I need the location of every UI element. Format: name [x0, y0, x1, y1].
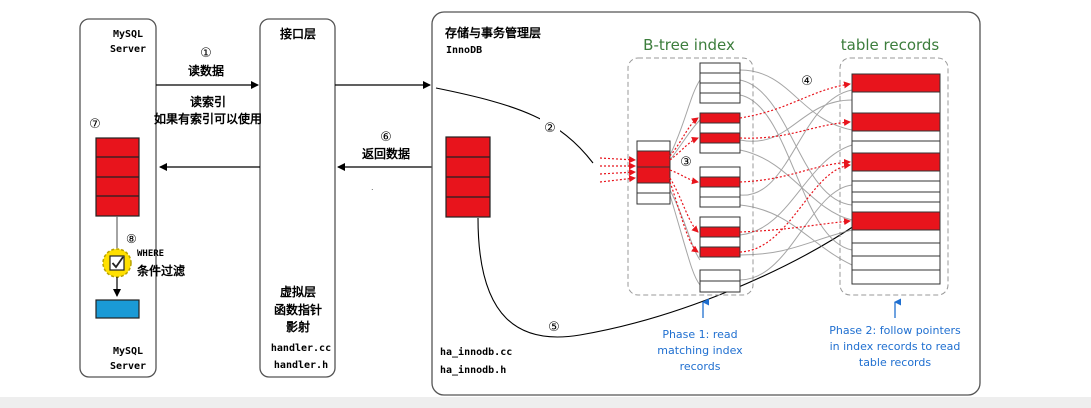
virtual-layer-line3: 影射 [286, 319, 310, 334]
btree-dashed-frame [627, 57, 754, 296]
step-3-number: ③ [680, 155, 692, 170]
ha-innodb-cc-file: ha_innodb.cc [440, 346, 512, 358]
innodb-label: InnoDB [446, 45, 482, 56]
btree-leaf-node-2 [699, 112, 741, 154]
handler-cc-file: handler.cc [271, 343, 331, 354]
phase-2-line1: Phase 2: follow pointers [829, 324, 961, 337]
phase-2-line2: in index records to read [830, 340, 961, 353]
step-4-number: ④ [801, 74, 813, 89]
step-1-number: ① [200, 46, 212, 61]
btree-leaf-node-1 [699, 62, 741, 104]
step-5-number: ⑤ [548, 320, 560, 335]
table-records-column [851, 73, 941, 285]
step-6-label: 返回数据 [362, 146, 410, 161]
step-2-curve [435, 87, 594, 164]
mysql-server-bottom-label-2: Server [110, 361, 146, 372]
handler-h-file: handler.h [274, 360, 328, 371]
gray-pointer-curves [669, 69, 853, 286]
read-index-if-available-label: 如果有索引可以使用 [154, 111, 262, 126]
virtual-layer-line1: 虚拟层 [280, 284, 316, 299]
mysql-server-bottom-label-1: MySQL [113, 346, 143, 357]
interface-layer-title: 接口层 [280, 26, 316, 41]
interface-layer-panel [259, 18, 336, 378]
step-5-curve [477, 217, 861, 338]
storage-result-stack [445, 136, 491, 218]
table-records-title: table records [841, 36, 940, 54]
phase-1-line2: matching index [657, 344, 743, 357]
where-condition-label: 条件过滤 [136, 263, 185, 278]
incoming-red-arrows [599, 156, 636, 183]
step-2-number: ② [544, 121, 556, 136]
step-1-label: 读数据 [188, 63, 224, 78]
btree-leaf-node-5 [699, 269, 741, 293]
btree-index-title: B-tree index [643, 36, 735, 54]
step-7-number: ⑦ [89, 117, 101, 132]
phase-1-line3: records [680, 360, 721, 373]
table-records-dashed-frame [839, 57, 949, 296]
leaf-to-record-red-arrows [739, 81, 851, 253]
step-8-number: ⑧ [126, 232, 137, 246]
mysql-server-top-label-2: Server [110, 44, 146, 55]
btree-leaf-node-4 [699, 216, 741, 258]
bottom-strip [0, 397, 1091, 408]
phase-2-line3: table records [859, 356, 931, 369]
read-index-label: 读索引 [190, 94, 226, 109]
where-label: WHERE [137, 249, 164, 259]
server-result-stack [95, 137, 140, 217]
storage-layer-title: 存储与事务管理层 [444, 25, 541, 40]
step-6-number: ⑥ [380, 130, 392, 145]
virtual-layer-line2: 函数指针 [274, 302, 322, 317]
ha-innodb-h-file: ha_innodb.h [440, 364, 506, 376]
phase-1-line1: Phase 1: read [662, 328, 737, 341]
root-to-leaf-red-arrows [669, 117, 699, 253]
btree-root-node [636, 140, 671, 205]
btree-leaf-node-3 [699, 166, 741, 208]
stray-dot: . [371, 183, 374, 192]
checkmark-icon [111, 256, 124, 269]
filtered-result-box [95, 299, 140, 319]
mysql-server-top-label-1: MySQL [113, 29, 143, 40]
